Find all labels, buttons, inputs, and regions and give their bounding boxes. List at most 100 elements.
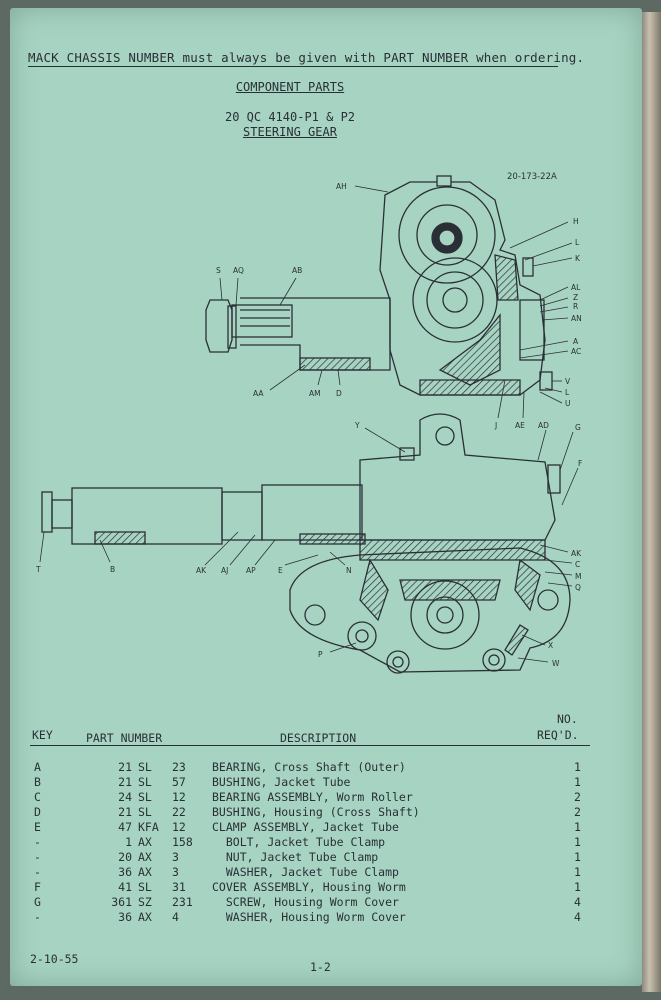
row-quantity: 1 bbox=[574, 820, 581, 834]
row-part-code: SL bbox=[138, 760, 152, 774]
callout-l-bottom: L bbox=[565, 388, 570, 397]
row-description: CLAMP ASSEMBLY, Jacket Tube bbox=[212, 820, 399, 834]
row-part-prefix: 361 bbox=[111, 895, 132, 909]
row-quantity: 1 bbox=[574, 880, 581, 894]
callout-q: Q bbox=[575, 583, 581, 592]
table-header-rule bbox=[30, 745, 590, 746]
row-part-code: SL bbox=[138, 880, 152, 894]
row-key: - bbox=[34, 850, 41, 864]
callout-n: N bbox=[346, 566, 352, 575]
row-quantity: 1 bbox=[574, 775, 581, 789]
callout-f: F bbox=[578, 459, 582, 468]
row-part-suffix: 57 bbox=[172, 775, 186, 789]
row-part-code: AX bbox=[138, 850, 152, 864]
drawing-number: 20-173-22A bbox=[507, 172, 557, 182]
row-quantity: 2 bbox=[574, 790, 581, 804]
row-part-code: AX bbox=[138, 835, 152, 849]
row-part-code: SL bbox=[138, 805, 152, 819]
row-part-suffix: 4 bbox=[172, 910, 179, 924]
callout-e: E bbox=[278, 566, 283, 575]
row-key: E bbox=[34, 820, 41, 834]
row-part-code: KFA bbox=[138, 820, 159, 834]
model-number: 20 QC 4140-P1 & P2 bbox=[224, 110, 356, 124]
row-part-code: AX bbox=[138, 910, 152, 924]
callout-ad: AD bbox=[538, 421, 549, 430]
row-part-code: SL bbox=[138, 775, 152, 789]
callout-k: K bbox=[575, 254, 581, 263]
row-quantity: 2 bbox=[574, 805, 581, 819]
callout-u: U bbox=[565, 399, 571, 408]
row-key: - bbox=[34, 835, 41, 849]
row-description: BEARING, Cross Shaft (Outer) bbox=[212, 760, 406, 774]
row-quantity: 4 bbox=[574, 910, 581, 924]
callout-aa: AA bbox=[253, 389, 264, 398]
row-part-prefix: 1 bbox=[125, 835, 132, 849]
callout-ak-right: AK bbox=[571, 549, 582, 558]
leader-lines bbox=[39, 185, 579, 663]
callout-aj: AJ bbox=[221, 566, 228, 575]
callout-aq: AQ bbox=[233, 266, 244, 275]
callout-z: Z bbox=[573, 293, 578, 302]
row-quantity: 1 bbox=[574, 850, 581, 864]
row-key: C bbox=[34, 790, 41, 804]
row-key: A bbox=[34, 760, 41, 774]
row-description: COVER ASSEMBLY, Housing Worm bbox=[212, 880, 406, 894]
callout-d: D bbox=[336, 389, 342, 398]
callout-ae: AE bbox=[515, 421, 525, 430]
callout-t: T bbox=[35, 565, 41, 574]
row-description: BUSHING, Jacket Tube bbox=[212, 775, 351, 789]
row-part-code: SZ bbox=[138, 895, 152, 909]
top-view bbox=[205, 175, 553, 396]
binder-spine bbox=[642, 12, 661, 992]
callout-c: C bbox=[575, 560, 580, 569]
callout-ap: AP bbox=[246, 566, 256, 575]
row-key: - bbox=[34, 910, 41, 924]
notice-rule bbox=[28, 66, 558, 67]
callout-y: Y bbox=[354, 421, 360, 430]
column-key: KEY bbox=[32, 728, 53, 742]
callout-am: AM bbox=[309, 389, 321, 398]
revision-date: 2-10-55 bbox=[30, 952, 79, 966]
assembly-title: STEERING GEAR bbox=[243, 125, 337, 139]
row-description: BEARING ASSEMBLY, Worm Roller bbox=[212, 790, 413, 804]
row-description: BUSHING, Housing (Cross Shaft) bbox=[212, 805, 420, 819]
bottom-view bbox=[41, 413, 571, 674]
ordering-notice: MACK CHASSIS NUMBER must always be given… bbox=[28, 50, 585, 65]
row-part-suffix: 12 bbox=[172, 820, 186, 834]
column-qty-top: NO. bbox=[557, 712, 578, 726]
callout-w: W bbox=[552, 659, 560, 668]
callout-p: P bbox=[318, 650, 323, 659]
row-part-prefix: 41 bbox=[118, 880, 132, 894]
column-qty-bottom: REQ'D. bbox=[537, 728, 579, 742]
row-description: WASHER, Jacket Tube Clamp bbox=[212, 865, 399, 879]
callout-ac: AC bbox=[571, 347, 581, 356]
steering-gear-drawing: AH H L K S AQ AB AL Z R AN A AC V L U AA… bbox=[35, 175, 582, 674]
row-part-suffix: 231 bbox=[172, 895, 193, 909]
row-part-prefix: 36 bbox=[118, 910, 132, 924]
callout-m: M bbox=[575, 572, 581, 581]
callout-x: X bbox=[548, 641, 553, 650]
row-key: B bbox=[34, 775, 41, 789]
callout-j: J bbox=[494, 421, 497, 430]
row-description: SCREW, Housing Worm Cover bbox=[212, 895, 399, 909]
row-part-prefix: 47 bbox=[118, 820, 132, 834]
row-quantity: 1 bbox=[574, 835, 581, 849]
row-key: - bbox=[34, 865, 41, 879]
callout-l-top: L bbox=[575, 238, 580, 247]
row-part-prefix: 21 bbox=[118, 775, 132, 789]
row-part-prefix: 20 bbox=[118, 850, 132, 864]
page-number: 1-2 bbox=[310, 960, 331, 974]
column-description: DESCRIPTION bbox=[280, 731, 357, 745]
callout-ah: AH bbox=[336, 182, 347, 191]
row-description: NUT, Jacket Tube Clamp bbox=[212, 850, 379, 864]
row-quantity: 1 bbox=[574, 865, 581, 879]
callout-an: AN bbox=[571, 314, 582, 323]
callout-ak-left: AK bbox=[196, 566, 207, 575]
row-key: F bbox=[34, 880, 41, 894]
callout-v: V bbox=[565, 377, 571, 386]
row-key: D bbox=[34, 805, 41, 819]
callout-b: B bbox=[110, 565, 115, 574]
row-part-code: SL bbox=[138, 790, 152, 804]
row-quantity: 1 bbox=[574, 760, 581, 774]
row-part-suffix: 22 bbox=[172, 805, 186, 819]
